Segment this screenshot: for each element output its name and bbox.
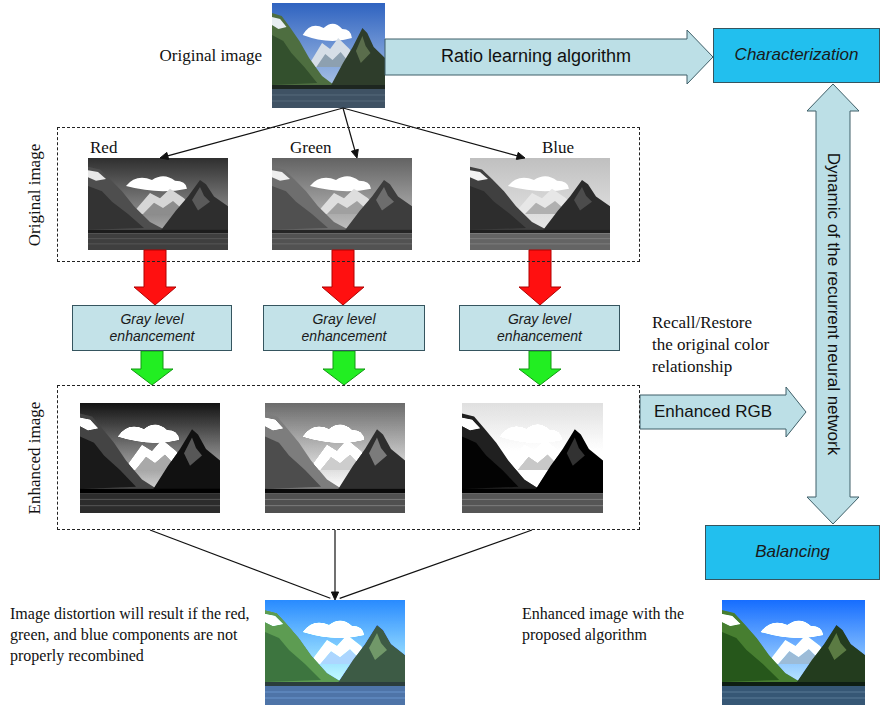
photo-distorted <box>265 600 405 705</box>
band-label: Dynamic of the recurrent neural network <box>823 153 843 455</box>
box-label: Balancing <box>755 542 830 562</box>
arrowhead <box>331 592 338 600</box>
process-box: Gray level enhancement <box>72 305 232 351</box>
photo-node: Image distortion will result if the red,… <box>265 600 405 705</box>
arrow-connector <box>343 108 525 159</box>
image-caption: Image distortion will result if the red,… <box>10 604 260 666</box>
image-caption: Enhanced image with the proposed algorit… <box>522 604 718 646</box>
arrowhead <box>351 149 358 158</box>
landscape <box>265 403 405 513</box>
enhanced-red <box>80 403 220 513</box>
arrow-body <box>519 351 561 385</box>
side-heading: Enhanced image <box>25 401 45 514</box>
connector-line <box>340 530 532 598</box>
box-label: Characterization <box>735 45 859 65</box>
arrow-body <box>640 387 806 437</box>
landscape <box>462 403 603 513</box>
blue-channel <box>470 158 610 250</box>
connector-line <box>343 108 355 152</box>
block-arrow <box>134 250 176 305</box>
image-caption: Red <box>90 137 150 159</box>
block-arrow <box>131 351 173 385</box>
process-box: Gray level enhancement <box>459 305 620 351</box>
arrow-body <box>323 351 365 385</box>
red-channel <box>88 158 228 250</box>
landscape <box>722 600 865 705</box>
arrow-connector <box>343 108 358 158</box>
landscape <box>80 403 220 513</box>
block-arrow <box>519 351 561 385</box>
connector-line <box>334 530 335 595</box>
enhanced-green <box>265 403 405 513</box>
channel-image: Green <box>272 158 412 250</box>
arrow-body <box>519 250 561 305</box>
box-label: Gray level enhancement <box>97 311 207 345</box>
dashed-group: Original imageRedGreenBlue <box>57 127 640 262</box>
photo-node: Original image <box>272 3 385 108</box>
landscape <box>272 3 385 108</box>
arrow-outline <box>807 84 859 524</box>
landscape <box>272 158 412 250</box>
note-text: Recall/Restore the original color relati… <box>652 312 777 378</box>
process-box: Balancing <box>705 525 880 580</box>
photo-node: Enhanced image with the proposed algorit… <box>722 600 865 705</box>
image-caption: Blue <box>542 137 602 159</box>
arrow-body <box>134 250 176 305</box>
side-heading-holder: Enhanced image <box>24 386 46 529</box>
connector-line <box>343 108 519 156</box>
block-arrow <box>640 387 806 437</box>
photo-enhanced <box>722 600 865 705</box>
block-arrow <box>519 250 561 305</box>
landscape <box>470 158 610 250</box>
dashed-group: Enhanced image <box>57 385 640 530</box>
arrowhead <box>160 152 169 159</box>
arrow-body <box>131 351 173 385</box>
side-heading: Original image <box>25 143 45 245</box>
landscape <box>88 158 228 250</box>
landscape <box>265 600 405 705</box>
arrow-label: Ratio learning algorithm <box>441 46 631 68</box>
arrow-body <box>322 250 364 305</box>
box-label: Gray level enhancement <box>289 311 399 345</box>
block-arrow <box>322 250 364 305</box>
arrowhead <box>516 152 525 159</box>
block-arrow <box>385 30 713 84</box>
process-box: Characterization <box>713 28 880 83</box>
channel-image: Red <box>88 158 228 250</box>
arrow-label: Enhanced RGB <box>654 402 772 422</box>
channel-image: Blue <box>470 158 610 250</box>
box-label: Gray level enhancement <box>485 311 595 345</box>
block-arrow <box>323 351 365 385</box>
arrow-connector <box>150 530 532 600</box>
green-channel <box>272 158 412 250</box>
enhanced-blue <box>462 403 603 513</box>
side-heading-holder: Original image <box>24 128 46 261</box>
image-caption: Green <box>290 137 350 159</box>
double-arrow-band: Dynamic of the recurrent neural network <box>806 83 860 525</box>
process-box: Gray level enhancement <box>263 305 425 351</box>
photo-original <box>272 3 385 108</box>
image-caption: Original image <box>130 45 262 67</box>
connector-line <box>150 530 330 598</box>
arrow-body <box>385 30 713 84</box>
